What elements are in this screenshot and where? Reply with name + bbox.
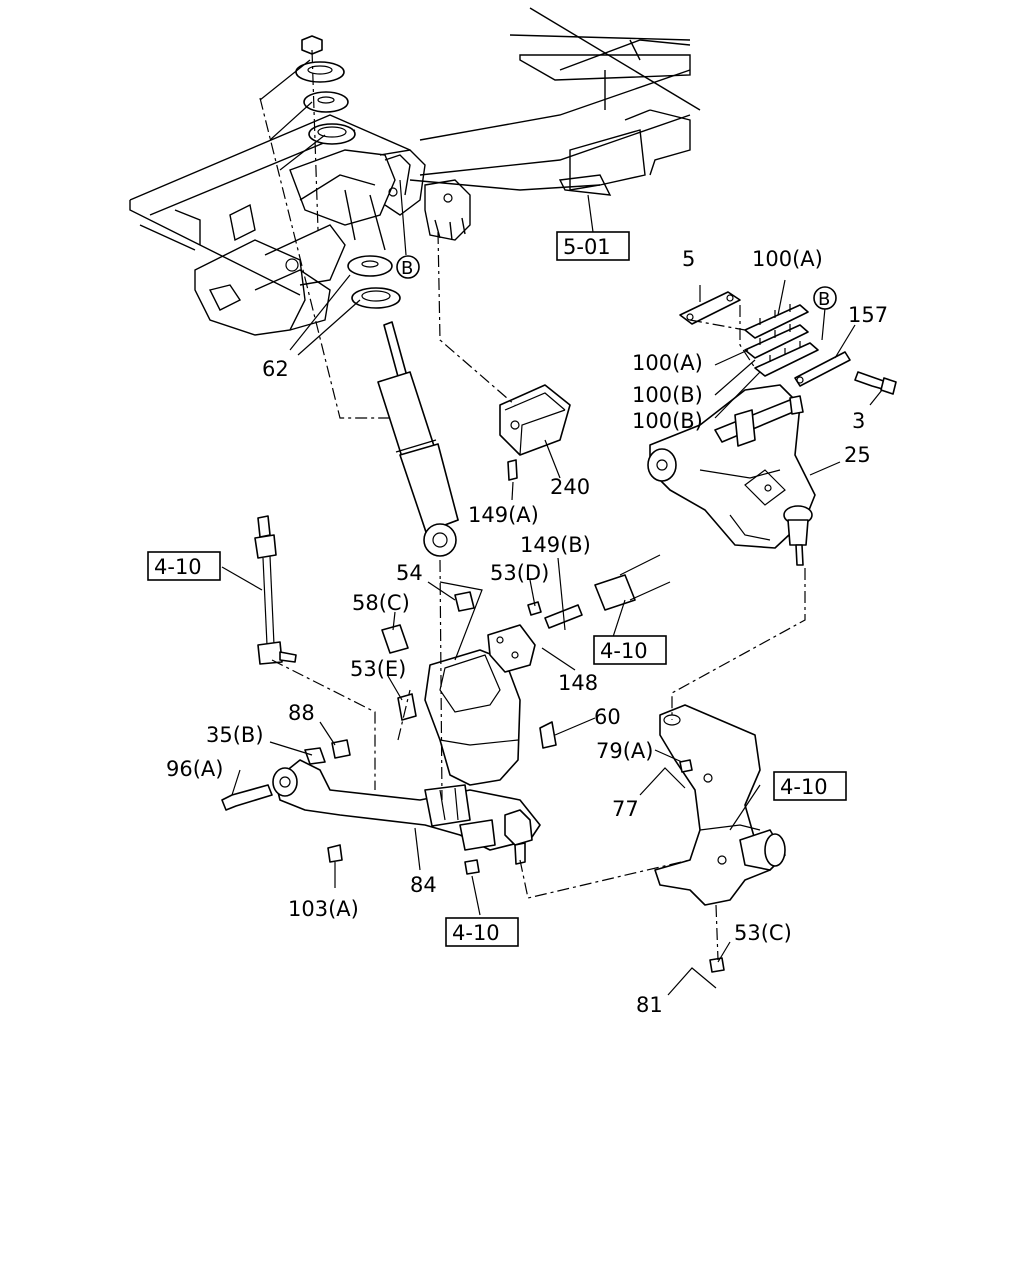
svg-text:4-10: 4-10 — [600, 639, 648, 663]
callout-60: 60 — [594, 705, 621, 729]
vehicle-frame — [129, 7, 701, 336]
reference-box-4-10-mid[interactable]: 4-10 — [593, 635, 667, 665]
callout-100b-2: 100(B) — [632, 409, 703, 433]
callout-157: 157 — [848, 303, 888, 327]
callout-148: 148 — [558, 671, 598, 695]
callout-100b-1: 100(B) — [632, 383, 703, 407]
callout-54: 54 — [396, 561, 423, 585]
reference-box-4-10-left[interactable]: 4-10 — [147, 551, 221, 581]
callout-100a-mid: 100(A) — [632, 351, 703, 375]
svg-text:B: B — [818, 289, 830, 310]
callout-88: 88 — [288, 701, 315, 725]
shock-absorber — [377, 321, 459, 557]
callout-240: 240 — [550, 475, 590, 499]
circled-b-marker-top: B — [396, 255, 420, 279]
circled-b-marker-plates: B — [813, 286, 837, 310]
callout-100a-top: 100(A) — [752, 247, 823, 271]
reference-box-4-10-bottom[interactable]: 4-10 — [445, 917, 519, 947]
callout-5: 5 — [682, 247, 695, 271]
callout-84: 84 — [410, 873, 437, 897]
reference-box-4-10-right[interactable]: 4-10 — [773, 771, 847, 801]
callout-35b: 35(B) — [206, 723, 264, 747]
callout-149a: 149(A) — [468, 503, 539, 527]
callout-79a: 79(A) — [596, 739, 653, 763]
reference-box-5-01[interactable]: 5-01 — [556, 231, 630, 261]
assembly-lines — [259, 49, 806, 961]
callout-81: 81 — [636, 993, 663, 1017]
callout-53e: 53(E) — [350, 657, 406, 681]
callout-58c: 58(C) — [352, 591, 410, 615]
leader-lines — [221, 59, 883, 996]
shock-upper-mount-stack — [295, 35, 401, 309]
lower-control-arm-84 — [221, 739, 541, 875]
callout-53c: 53(C) — [734, 921, 792, 945]
upper-control-arm-25 — [647, 384, 816, 566]
callout-labels: 62 5 100(A) 100(A) 100(B) 100(B) 157 3 2… — [166, 247, 888, 1017]
callout-25: 25 — [844, 443, 871, 467]
callout-77: 77 — [612, 797, 639, 821]
shock-lower-bracket-240 — [499, 384, 571, 481]
svg-text:4-10: 4-10 — [452, 921, 500, 945]
steering-knuckle — [654, 704, 786, 973]
callout-62: 62 — [262, 357, 289, 381]
svg-text:4-10: 4-10 — [780, 775, 828, 799]
callout-3: 3 — [852, 409, 865, 433]
callout-103a: 103(A) — [288, 897, 359, 921]
svg-text:5-01: 5-01 — [563, 235, 611, 259]
callout-96a: 96(A) — [166, 757, 223, 781]
stabilizer-link — [254, 515, 297, 665]
callout-53d: 53(D) — [490, 561, 549, 585]
callout-149b: 149(B) — [520, 533, 591, 557]
svg-text:B: B — [401, 258, 413, 279]
svg-text:4-10: 4-10 — [154, 555, 202, 579]
